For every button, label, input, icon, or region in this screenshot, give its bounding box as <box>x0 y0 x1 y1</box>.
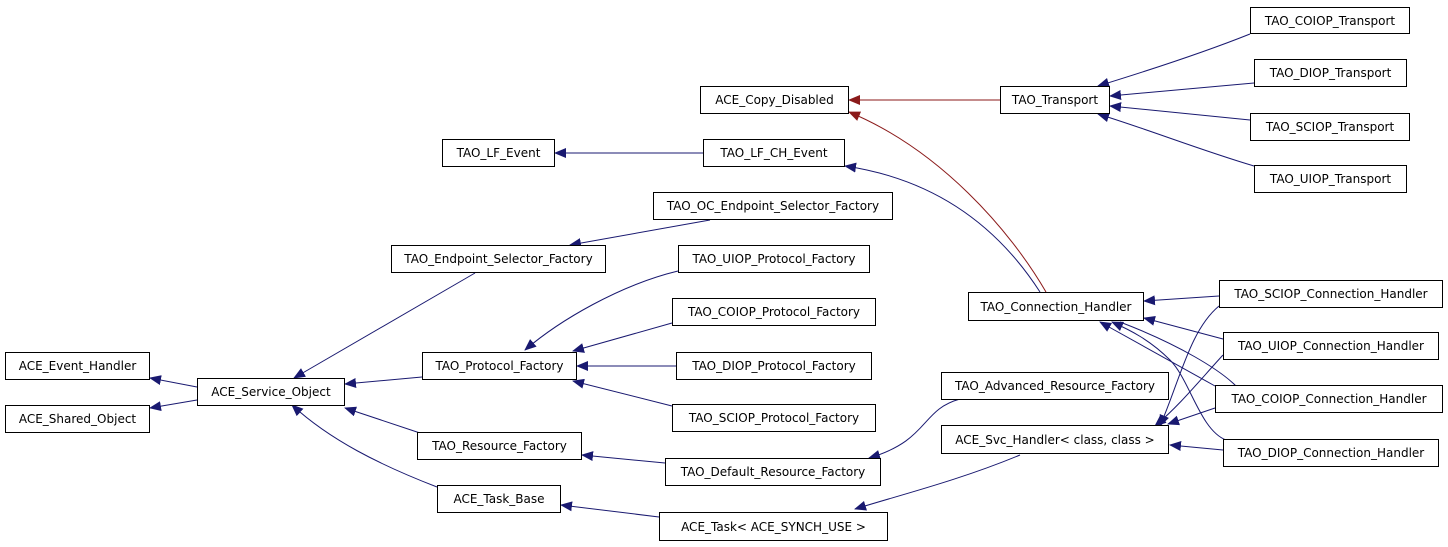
node-tao-uiop-transport[interactable]: TAO_UIOP_Transport <box>1254 165 1407 193</box>
edge-connection-handler-to-copy-disabled <box>848 111 1047 293</box>
node-tao-connection-handler[interactable]: TAO_Connection_Handler <box>968 292 1144 321</box>
node-tao-coiop-protocol-factory[interactable]: TAO_COIOP_Protocol_Factory <box>672 298 876 326</box>
edge-protocol-factory-to-service-object <box>344 376 423 388</box>
edge-coiop-protocol-factory-to-protocol-factory <box>572 322 673 353</box>
node-tao-diop-connection-handler[interactable]: TAO_DIOP_Connection_Handler <box>1223 439 1439 467</box>
edge-diop-ch-to-svc-handler <box>1169 441 1224 452</box>
edge-advanced-resource-factory-to-default-resource-factory <box>868 398 961 460</box>
node-tao-sciop-transport[interactable]: TAO_SCIOP_Transport <box>1250 113 1410 141</box>
edge-connection-handler-to-svc-handler-cross <box>1119 321 1237 387</box>
edge-sciop-ch-to-connection-handler <box>1143 295 1220 306</box>
node-ace-task-base[interactable]: ACE_Task_Base <box>437 485 561 513</box>
edge-uiop-transport-to-transport <box>1097 112 1255 167</box>
edge-task-to-task-base <box>560 501 660 518</box>
edge-diop-transport-to-transport <box>1109 82 1255 100</box>
edge-uiop-protocol-factory-to-protocol-factory <box>524 270 679 351</box>
edge-sciop-protocol-factory-to-protocol-factory <box>572 378 673 407</box>
edge-service-object-to-event-handler <box>149 375 198 388</box>
node-ace-task[interactable]: ACE_Task< ACE_SYNCH_USE > <box>659 512 888 541</box>
node-tao-transport[interactable]: TAO_Transport <box>1000 86 1110 114</box>
edge-coiop-ch-to-connection-handler <box>1099 321 1216 387</box>
node-tao-lf-ch-event[interactable]: TAO_LF_CH_Event <box>703 139 845 167</box>
node-tao-diop-protocol-factory[interactable]: TAO_DIOP_Protocol_Factory <box>676 352 872 380</box>
edge-endpoint-selector-to-service-object <box>293 272 476 379</box>
node-tao-resource-factory[interactable]: TAO_Resource_Factory <box>417 432 582 460</box>
node-tao-coiop-transport[interactable]: TAO_COIOP_Transport <box>1250 7 1410 34</box>
node-tao-endpoint-selector-factory[interactable]: TAO_Endpoint_Selector_Factory <box>391 245 606 273</box>
node-ace-service-object[interactable]: ACE_Service_Object <box>197 378 345 406</box>
node-ace-copy-disabled[interactable]: ACE_Copy_Disabled <box>700 86 849 114</box>
edge-task-base-to-service-object <box>291 404 438 488</box>
node-ace-event-handler[interactable]: ACE_Event_Handler <box>5 352 150 380</box>
edge-resource-factory-to-service-object <box>344 406 421 434</box>
node-tao-lf-event[interactable]: TAO_LF_Event <box>442 139 555 167</box>
edge-coiop-transport-to-transport <box>1097 33 1251 88</box>
edge-diop-ch-to-connection-handler <box>1111 321 1227 441</box>
edge-default-resource-factory-to-resource-factory <box>581 451 666 464</box>
node-tao-oc-endpoint-selector-factory[interactable]: TAO_OC_Endpoint_Selector_Factory <box>653 192 893 220</box>
edge-svc-handler-to-task <box>854 454 1021 511</box>
edge-sciop-ch-to-svc-handler <box>1159 305 1220 427</box>
node-ace-svc-handler[interactable]: ACE_Svc_Handler< class, class > <box>941 425 1169 454</box>
node-tao-protocol-factory[interactable]: TAO_Protocol_Factory <box>422 352 577 380</box>
edge-oc-endpoint-selector-to-endpoint-selector <box>569 219 711 248</box>
node-tao-diop-transport[interactable]: TAO_DIOP_Transport <box>1254 59 1407 87</box>
node-tao-advanced-resource-factory[interactable]: TAO_Advanced_Resource_Factory <box>941 372 1169 400</box>
node-tao-uiop-connection-handler[interactable]: TAO_UIOP_Connection_Handler <box>1223 332 1439 360</box>
node-ace-shared-object[interactable]: ACE_Shared_Object <box>5 405 150 433</box>
edge-uiop-ch-to-svc-handler <box>1154 354 1224 427</box>
node-tao-sciop-connection-handler[interactable]: TAO_SCIOP_Connection_Handler <box>1219 280 1443 308</box>
edge-sciop-transport-to-transport <box>1109 102 1251 121</box>
node-tao-default-resource-factory[interactable]: TAO_Default_Resource_Factory <box>665 458 881 486</box>
node-tao-coiop-connection-handler[interactable]: TAO_COIOP_Connection_Handler <box>1215 385 1443 413</box>
node-tao-sciop-protocol-factory[interactable]: TAO_SCIOP_Protocol_Factory <box>672 404 876 432</box>
edge-connection-handler-to-lf-ch-event <box>844 162 1041 293</box>
edge-coiop-ch-to-svc-handler <box>1167 407 1216 426</box>
edge-service-object-to-shared-object <box>149 399 198 412</box>
edge-uiop-ch-to-connection-handler <box>1143 315 1224 340</box>
node-tao-uiop-protocol-factory[interactable]: TAO_UIOP_Protocol_Factory <box>678 245 870 273</box>
